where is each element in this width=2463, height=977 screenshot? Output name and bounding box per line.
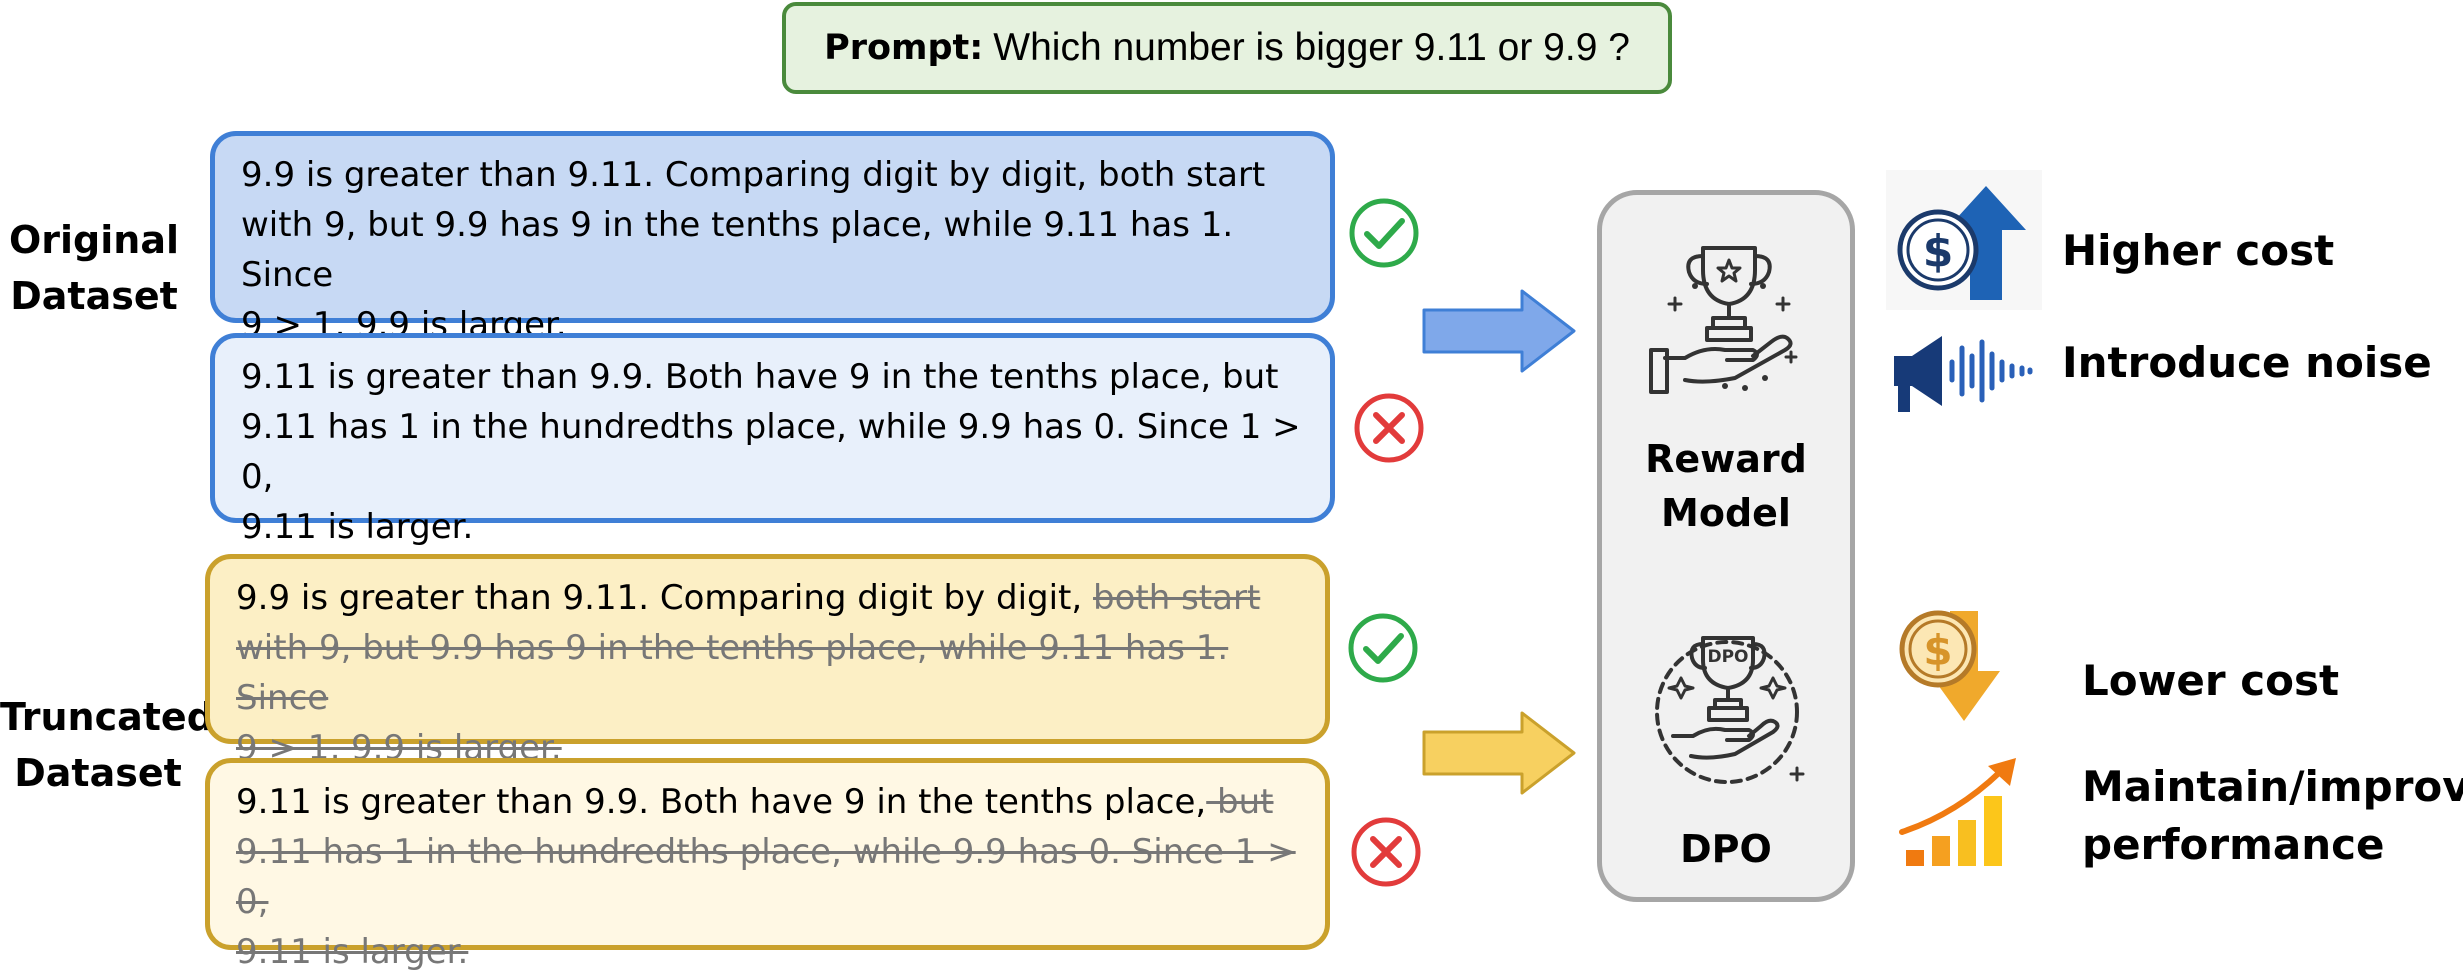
svg-text:$: $ [1923,226,1954,277]
reward-model-label: Reward Model [1645,437,1807,535]
arrow-right-icon [1422,711,1576,795]
prompt-text: Which number is bigger 9.11 or 9.9 ? [993,26,1630,69]
prompt-label: Prompt: [824,28,984,68]
x-circle-icon [1354,393,1424,463]
struck-text: both start [1093,578,1261,618]
original-dataset-label: Original Dataset [8,218,180,318]
truncated-rejected-response: 9.11 is greater than 9.9. Both have 9 in… [205,758,1330,972]
dollar-down-arrow-icon: $ [1899,610,2000,721]
trophy-hand-icon [1649,246,1798,394]
check-circle-icon [1348,613,1418,683]
check-circle-icon [1349,198,1419,268]
dpo-label: DPO [1680,827,1772,871]
growth-chart-icon [1899,758,2016,866]
kept-text: 9.11 is greater than 9.9. Both have 9 in… [236,782,1207,822]
truncated-chosen-response: 9.9 is greater than 9.11. Comparing digi… [205,554,1330,768]
original-chosen-response: 9.9 is greater than 9.11. Comparing digi… [210,131,1335,345]
megaphone-noise-icon [1894,336,2033,412]
introduce-noise-label: Introduce noise [2062,338,2432,387]
dpo-badge: DPO [1707,647,1748,667]
original-rejected-response: 9.11 is greater than 9.9. Both have 9 in… [210,333,1335,547]
struck-text: 9.11 has 1 in the hundredths place, whil… [236,832,1296,922]
truncated-dataset-label: Truncated Dataset [0,695,214,795]
higher-cost-label: Higher cost [2062,226,2335,275]
maintain-improve-label: Maintain/improve performance [2082,762,2463,869]
model-panel [1597,190,1855,902]
kept-text: 9.9 is greater than 9.11. Comparing digi… [236,578,1093,618]
lower-cost-label: Lower cost [2082,656,2340,705]
struck-text: with 9, but 9.9 has 9 in the tenths plac… [236,628,1229,718]
arrow-right-icon [1422,289,1576,373]
prompt-box: Prompt: Which number is bigger 9.11 or 9… [782,2,1672,94]
dollar-up-arrow-icon: $ [1886,170,2042,310]
struck-text: but [1206,782,1274,822]
x-circle-icon [1351,817,1421,887]
dpo-trophy-hand-icon: DPO [1655,636,1805,784]
struck-text: 9.11 is larger. [236,932,469,972]
svg-text:$: $ [1923,626,1952,675]
